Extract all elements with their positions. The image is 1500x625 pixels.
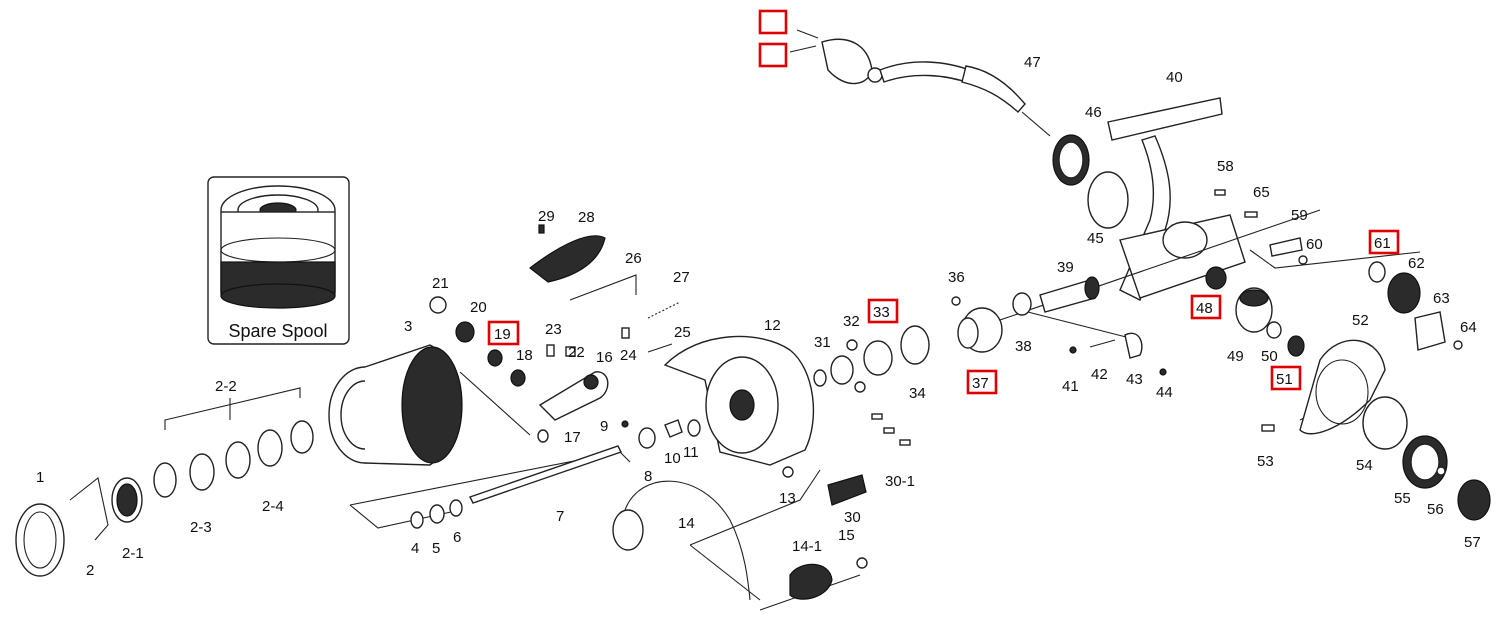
part-label-12: 12	[764, 317, 781, 334]
part-number-labels: 1 2 2-1 2-2 2-3 2-4 3 4 5 6 7 8 9 10 11 …	[36, 54, 1481, 579]
part-label-59: 59	[1291, 207, 1308, 224]
part-label-36: 36	[948, 269, 965, 286]
part-label-24: 24	[620, 347, 637, 364]
part-label-37: 37	[972, 375, 989, 392]
highlight-box-19	[487, 320, 520, 346]
part-label-32: 32	[843, 313, 860, 330]
part-label-3: 3	[404, 318, 412, 335]
part-label-21: 21	[432, 275, 449, 292]
part-label-13: 13	[779, 490, 796, 507]
part-label-5: 5	[432, 540, 440, 557]
part-label-49: 49	[1227, 348, 1244, 365]
highlight-boxes	[487, 229, 1400, 395]
part-label-57: 57	[1464, 534, 1481, 551]
part-label-30: 30	[844, 509, 861, 526]
part-label-61: 61	[1374, 235, 1391, 252]
part-label-7: 7	[556, 508, 564, 525]
part-label-64: 64	[1460, 319, 1477, 336]
part-label-65: 65	[1253, 184, 1270, 201]
part-label-14-1: 14-1	[792, 538, 822, 555]
part-label-2-3: 2-3	[190, 519, 212, 536]
part-label-26: 26	[625, 250, 642, 267]
part-label-62: 62	[1408, 255, 1425, 272]
part-label-47: 47	[1024, 54, 1041, 71]
highlight-box-handle-knob-b	[758, 42, 788, 68]
part-label-6: 6	[453, 529, 461, 546]
part-label-48: 48	[1196, 300, 1213, 317]
part-label-53: 53	[1257, 453, 1274, 470]
part-label-1: 1	[36, 469, 44, 486]
part-label-55: 55	[1394, 490, 1411, 507]
handle-assembly	[789, 29, 1051, 137]
spare-spool-image	[220, 185, 336, 309]
part-label-43: 43	[1126, 371, 1143, 388]
spare-spool-inset: Spare Spool	[207, 176, 350, 345]
reel-body	[1107, 97, 1246, 301]
part-label-34: 34	[909, 385, 926, 402]
highlight-box-handle-knob-a	[758, 9, 788, 35]
spare-spool-label: Spare Spool	[228, 321, 327, 341]
part-label-50: 50	[1261, 348, 1278, 365]
highlight-box-33	[867, 298, 899, 324]
part-label-23: 23	[545, 321, 562, 338]
part-label-16: 16	[596, 349, 613, 366]
parts-drawings	[15, 134, 1491, 601]
part-label-63: 63	[1433, 290, 1450, 307]
part-label-33: 33	[873, 304, 890, 321]
part-label-25: 25	[674, 324, 691, 341]
part-label-19: 19	[494, 326, 511, 343]
highlight-box-37	[966, 369, 998, 395]
part-label-10: 10	[664, 450, 681, 467]
part-label-18: 18	[516, 347, 533, 364]
part-label-29: 29	[538, 208, 555, 225]
part-label-20: 20	[470, 299, 487, 316]
part-label-56: 56	[1427, 501, 1444, 518]
part-label-2: 2	[86, 562, 94, 579]
part-label-52: 52	[1352, 312, 1369, 329]
leader-lines	[164, 209, 1421, 611]
highlight-box-48	[1190, 294, 1222, 320]
part-label-58: 58	[1217, 158, 1234, 175]
part-label-17: 17	[564, 429, 581, 446]
part-label-54: 54	[1356, 457, 1373, 474]
part-label-2-2: 2-2	[215, 378, 237, 395]
part-label-22: 22	[568, 344, 585, 361]
part-label-28: 28	[578, 209, 595, 226]
part-label-41: 41	[1062, 378, 1079, 395]
highlight-box-51	[1270, 365, 1302, 391]
part-label-39: 39	[1057, 259, 1074, 276]
part-label-45: 45	[1087, 230, 1104, 247]
part-label-14: 14	[678, 515, 695, 532]
part-label-38: 38	[1015, 338, 1032, 355]
part-label-11: 11	[683, 444, 699, 461]
part-label-42: 42	[1091, 366, 1108, 383]
part-label-60: 60	[1306, 236, 1323, 253]
part-label-46: 46	[1085, 104, 1102, 121]
part-label-8: 8	[644, 468, 652, 485]
part-label-4: 4	[411, 540, 419, 557]
part-label-2-4: 2-4	[262, 498, 284, 515]
part-label-30-1: 30-1	[885, 473, 915, 490]
part-label-9: 9	[600, 418, 608, 435]
part-label-31: 31	[814, 334, 831, 351]
part-label-27: 27	[673, 269, 690, 286]
part-label-51: 51	[1276, 371, 1293, 388]
part-label-2-1: 2-1	[122, 545, 144, 562]
part-label-40: 40	[1166, 69, 1183, 86]
highlight-box-61	[1368, 229, 1400, 255]
part-label-15: 15	[838, 527, 855, 544]
part-label-44: 44	[1156, 384, 1173, 401]
